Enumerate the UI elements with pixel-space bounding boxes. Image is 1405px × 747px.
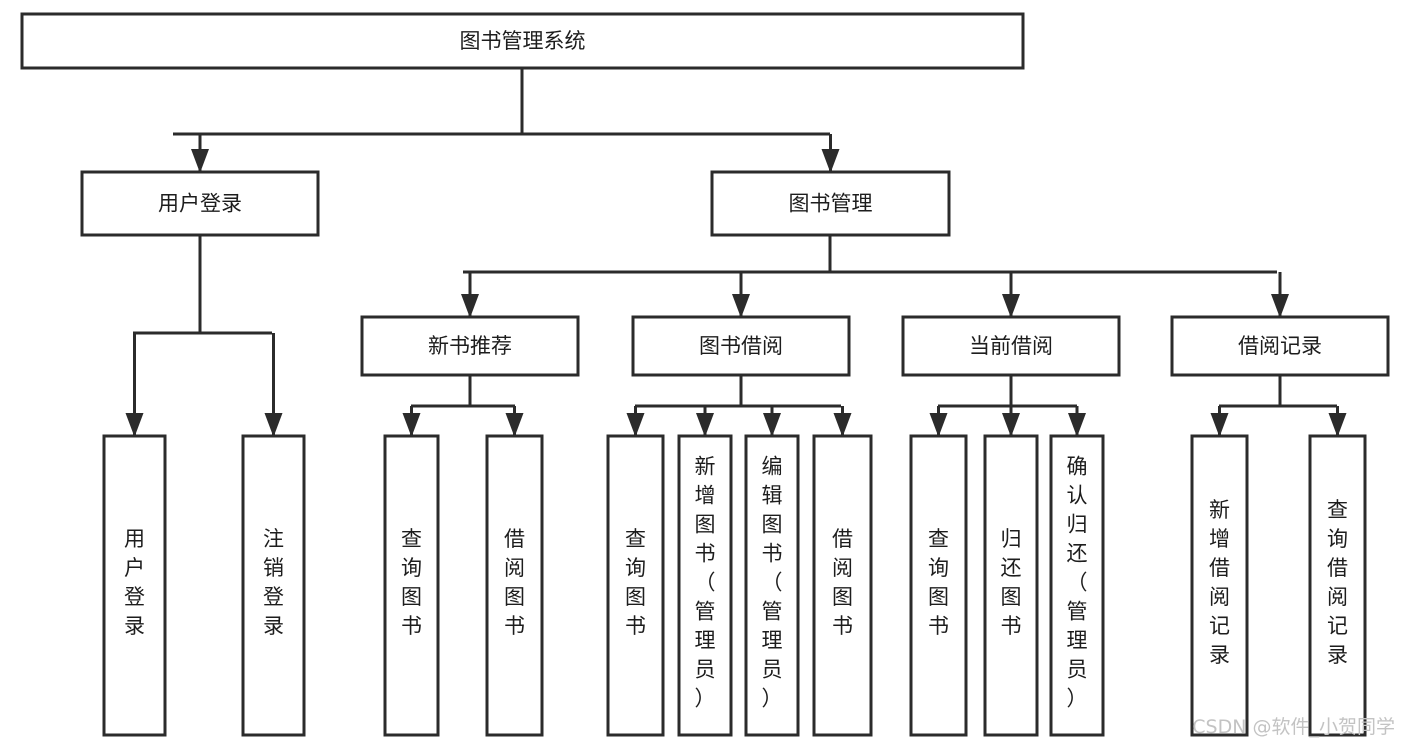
node-leaf-borrow-book-2[interactable]: 借阅图书 <box>812 434 873 737</box>
node-label: 用户登录 <box>158 192 242 216</box>
csdn-watermark: CSDN @软件_小贺同学 <box>1192 716 1395 738</box>
node-box[interactable] <box>744 434 800 737</box>
node-label: 新增借阅记录 <box>1209 498 1230 667</box>
node-box[interactable] <box>1049 434 1105 737</box>
node-box[interactable] <box>606 434 665 737</box>
node-submodule-borrow-record[interactable]: 借阅记录 <box>1170 315 1390 377</box>
node-leaf-borrow-book-1[interactable]: 借阅图书 <box>485 434 544 737</box>
node-submodule-current-borrow[interactable]: 当前借阅 <box>901 315 1121 377</box>
node-leaf-add-book[interactable]: 新增图书（管理员） <box>677 434 733 737</box>
node-box[interactable] <box>901 315 1121 377</box>
arrow-head-icon <box>833 413 852 437</box>
node-submodule-book-borrow[interactable]: 图书借阅 <box>631 315 851 377</box>
arrow-head-icon <box>1328 413 1347 437</box>
node-box[interactable] <box>20 12 1025 70</box>
node-box[interactable] <box>102 434 167 737</box>
node-label: 图书管理系统 <box>460 29 586 53</box>
node-box[interactable] <box>631 315 851 377</box>
connectors-layer <box>125 68 1347 437</box>
node-label: 查询图书 <box>625 527 646 638</box>
node-module-user-login[interactable]: 用户登录 <box>80 170 320 237</box>
arrow-head-icon <box>1271 294 1289 318</box>
arrow-head-icon <box>821 149 840 173</box>
node-module-book-manage[interactable]: 图书管理 <box>710 170 951 237</box>
arrow-head-icon <box>1002 413 1020 437</box>
arrow-head-icon <box>264 413 283 437</box>
node-leaf-return-book[interactable]: 归还图书 <box>983 434 1039 737</box>
node-leaf-edit-book[interactable]: 编辑图书（管理员） <box>744 434 800 737</box>
node-leaf-confirm-return[interactable]: 确认归还（管理员） <box>1049 434 1105 737</box>
node-leaf-user-login[interactable]: 用户登录 <box>102 434 167 737</box>
arrow-head-icon <box>125 413 144 437</box>
arrow-head-icon <box>1210 413 1229 437</box>
node-box[interactable] <box>983 434 1039 737</box>
node-box[interactable] <box>80 170 320 237</box>
arrow-head-icon <box>696 413 714 437</box>
node-label: 注销登录 <box>263 527 284 638</box>
node-box[interactable] <box>1308 434 1367 737</box>
arrow-head-icon <box>191 149 209 173</box>
arrow-head-icon <box>1068 413 1086 437</box>
node-box[interactable] <box>1170 315 1390 377</box>
node-label: 新增图书（管理员） <box>695 455 716 711</box>
node-label: 确认归还（管理员） <box>1067 455 1088 711</box>
node-box[interactable] <box>1190 434 1249 737</box>
node-box[interactable] <box>485 434 544 737</box>
node-label: 图书管理 <box>789 192 873 216</box>
node-submodule-new-book-recommend[interactable]: 新书推荐 <box>360 315 580 377</box>
node-label: 查询借阅记录 <box>1327 498 1348 667</box>
arrow-head-icon <box>763 413 781 437</box>
arrow-head-icon <box>1002 294 1020 318</box>
node-label: 查询图书 <box>928 527 949 638</box>
node-leaf-query-book-2[interactable]: 查询图书 <box>606 434 665 737</box>
arrow-head-icon <box>732 294 750 318</box>
node-label: 查询图书 <box>401 527 422 638</box>
nodes-layer: 图书管理系统用户登录图书管理新书推荐图书借阅当前借阅借阅记录用户登录注销登录查询… <box>20 12 1390 737</box>
arrow-head-icon <box>626 413 645 437</box>
node-leaf-query-book-3[interactable]: 查询图书 <box>909 434 968 737</box>
node-label: 用户登录 <box>124 527 145 638</box>
node-box[interactable] <box>710 170 951 237</box>
arrow-head-icon <box>929 413 948 437</box>
node-label: 借阅记录 <box>1238 334 1322 358</box>
node-label: 当前借阅 <box>969 334 1053 358</box>
arrow-head-icon <box>505 413 524 437</box>
arrow-head-icon <box>461 294 479 318</box>
node-label: 借阅图书 <box>504 527 525 638</box>
node-label: 新书推荐 <box>428 334 512 358</box>
node-root-图书管理系统[interactable]: 图书管理系统 <box>20 12 1025 70</box>
node-box[interactable] <box>241 434 306 737</box>
arrow-head-icon <box>402 413 421 437</box>
node-leaf-query-book-1[interactable]: 查询图书 <box>383 434 440 737</box>
node-leaf-query-record[interactable]: 查询借阅记录 <box>1308 434 1367 737</box>
node-label: 编辑图书（管理员） <box>762 455 783 711</box>
node-box[interactable] <box>812 434 873 737</box>
node-label: 借阅图书 <box>832 527 853 638</box>
node-label: 图书借阅 <box>699 334 783 358</box>
node-leaf-user-logout[interactable]: 注销登录 <box>241 434 306 737</box>
node-box[interactable] <box>677 434 733 737</box>
node-leaf-add-record[interactable]: 新增借阅记录 <box>1190 434 1249 737</box>
node-label: 归还图书 <box>1001 527 1022 638</box>
node-box[interactable] <box>360 315 580 377</box>
node-box[interactable] <box>383 434 440 737</box>
node-box[interactable] <box>909 434 968 737</box>
